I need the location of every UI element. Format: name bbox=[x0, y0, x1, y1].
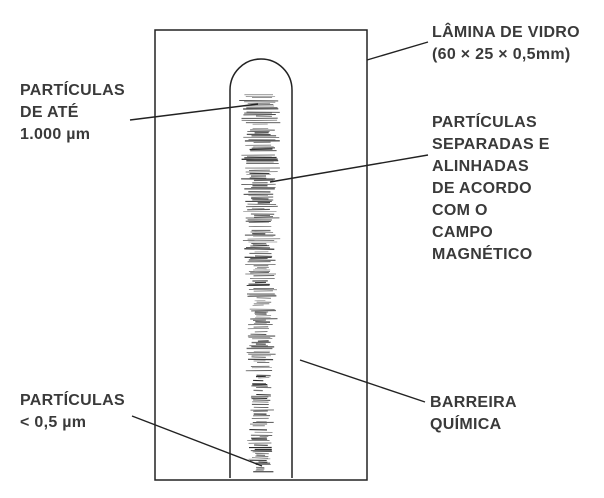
label-aligned-particles-line1: PARTÍCULAS bbox=[432, 112, 550, 134]
label-aligned-particles-line4: DE ACORDO bbox=[432, 178, 550, 200]
leader-line-glass-slide bbox=[367, 42, 428, 60]
label-small-particles: PARTÍCULAS < 0,5 µm bbox=[20, 390, 125, 434]
label-large-particles-line1: PARTÍCULAS bbox=[20, 80, 125, 102]
label-glass-slide-line1: LÂMINA DE VIDRO bbox=[432, 22, 580, 44]
label-chemical-barrier-line2: QUÍMICA bbox=[430, 414, 517, 436]
label-glass-slide-line2: (60 × 25 × 0,5mm) bbox=[432, 44, 580, 66]
label-chemical-barrier-line1: BARREIRA bbox=[430, 392, 517, 414]
label-small-particles-line1: PARTÍCULAS bbox=[20, 390, 125, 412]
label-large-particles-line2: DE ATÉ bbox=[20, 102, 125, 124]
label-large-particles: PARTÍCULAS DE ATÉ 1.000 µm bbox=[20, 80, 125, 146]
label-glass-slide: LÂMINA DE VIDRO (60 × 25 × 0,5mm) bbox=[432, 22, 580, 66]
leader-line-small-particles bbox=[132, 416, 262, 466]
label-aligned-particles: PARTÍCULAS SEPARADAS E ALINHADAS DE ACOR… bbox=[432, 112, 550, 266]
label-aligned-particles-line3: ALINHADAS bbox=[432, 156, 550, 178]
particle-deposit bbox=[239, 95, 280, 472]
label-chemical-barrier: BARREIRA QUÍMICA bbox=[430, 392, 517, 436]
label-aligned-particles-line5: COM O bbox=[432, 200, 550, 222]
label-aligned-particles-line2: SEPARADAS E bbox=[432, 134, 550, 156]
leader-line-aligned-particles bbox=[270, 155, 428, 182]
label-aligned-particles-line7: MAGNÉTICO bbox=[432, 244, 550, 266]
label-large-particles-line3: 1.000 µm bbox=[20, 124, 125, 146]
leader-line-chemical-barrier bbox=[300, 360, 425, 402]
label-small-particles-line2: < 0,5 µm bbox=[20, 412, 125, 434]
label-aligned-particles-line6: CAMPO bbox=[432, 222, 550, 244]
leader-line-large-particles bbox=[130, 104, 258, 120]
